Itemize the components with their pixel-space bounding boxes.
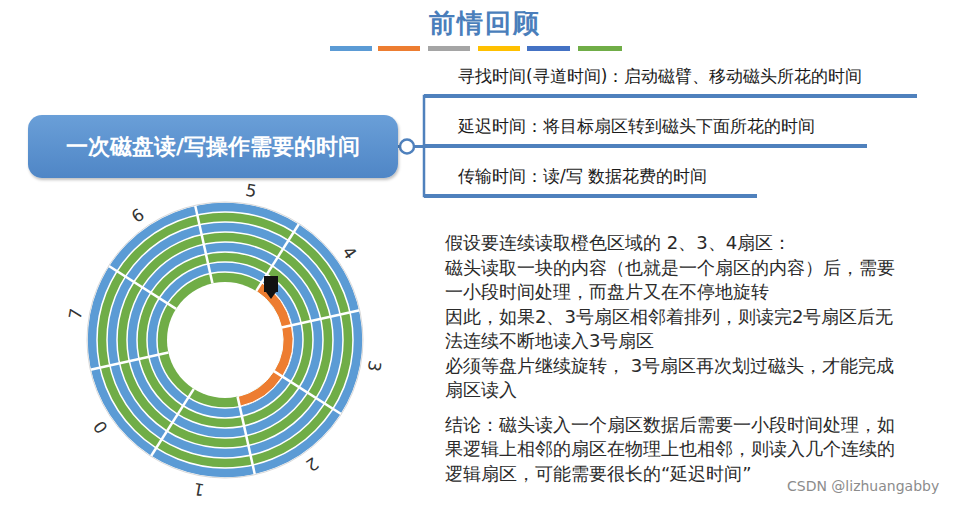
- title-bar: [428, 46, 470, 51]
- title-bar: [378, 46, 420, 51]
- sector-divider: [274, 371, 342, 415]
- read-head: [266, 292, 276, 299]
- note-block: 假设要连续读取橙色区域的 2、3、4扇区：磁头读取一块的内容（也就是一个扇区的内…: [445, 231, 907, 486]
- sector-divider: [282, 310, 361, 328]
- sector-number: 6: [129, 206, 148, 226]
- sector-divider: [256, 223, 300, 291]
- connector-knob: [400, 140, 414, 154]
- branch-item: 寻找时间(寻道时间)：启动磁臂、移动磁头所花的时间: [424, 65, 917, 98]
- slide-title: 前情回顾: [0, 6, 970, 41]
- note-text: 磁头读取一块的内容（也就是一个扇区的内容）后，需要一小段时间处理，而盘片又在不停…: [445, 256, 907, 305]
- track-ring: [107, 222, 343, 458]
- title-bar: [478, 46, 520, 51]
- sector-number: 3: [364, 359, 383, 373]
- branch-connector: [398, 96, 426, 147]
- sector-number: 7: [67, 307, 86, 321]
- watermark: CSDN @lizhuangabby: [787, 478, 939, 494]
- title-bar: [578, 46, 622, 51]
- spindle-hole: [167, 282, 283, 398]
- track-ring: [137, 252, 313, 428]
- note-text: 结论：磁头读入一个扇区数据后需要一小段时间处理，如果逻辑上相邻的扇区在物理上也相…: [445, 413, 907, 487]
- track-ring: [117, 232, 333, 448]
- branch-text: 寻找时间(寻道时间)：启动磁臂、移动磁头所花的时间: [458, 65, 862, 88]
- note-text: 必须等盘片继续旋转， 3号扇区再次划过磁头，才能完成扇区读入: [445, 354, 907, 403]
- sector-number: 1: [192, 479, 206, 498]
- title-bar: [330, 46, 372, 51]
- track-ring: [157, 272, 293, 408]
- branch-connector: [398, 147, 426, 197]
- note-text: 因此，如果2、3号扇区相邻着排列，则读完2号扇区后无法连续不断地读入3号扇区: [445, 305, 907, 354]
- sector-divider: [150, 389, 194, 457]
- sector-divider: [89, 353, 168, 371]
- sector-divider: [108, 265, 176, 309]
- sector-divider: [238, 397, 256, 476]
- track-ring: [97, 212, 353, 468]
- sector-number: 0: [91, 417, 111, 436]
- sector-number: 4: [339, 244, 359, 263]
- read-head: [264, 276, 278, 292]
- disk-platter: [87, 202, 363, 478]
- branch-item: 延迟时间：将目标扇区转到磁头下面所花的时间: [424, 115, 867, 148]
- sector-number: 5: [244, 182, 258, 201]
- read-head: [264, 276, 278, 299]
- title-bar: [527, 46, 570, 51]
- track-ring: [87, 202, 363, 478]
- branch-text: 传输时间：读/写 数据花费的时间: [458, 165, 707, 188]
- track-ring: [147, 262, 303, 418]
- branch-text: 延迟时间：将目标扇区转到磁头下面所花的时间: [458, 115, 815, 138]
- sector-divider: [195, 204, 213, 283]
- track-ring: [127, 242, 323, 438]
- branch-item: 传输时间：读/写 数据花费的时间: [424, 165, 757, 198]
- topic-text: 一次磁盘读/写操作需要的时间: [66, 132, 360, 162]
- topic-box: 一次磁盘读/写操作需要的时间: [28, 115, 398, 178]
- disk-edge: [87, 202, 363, 478]
- sector-number: 2: [302, 454, 321, 474]
- note-text: 假设要连续读取橙色区域的 2、3、4扇区：: [445, 231, 907, 256]
